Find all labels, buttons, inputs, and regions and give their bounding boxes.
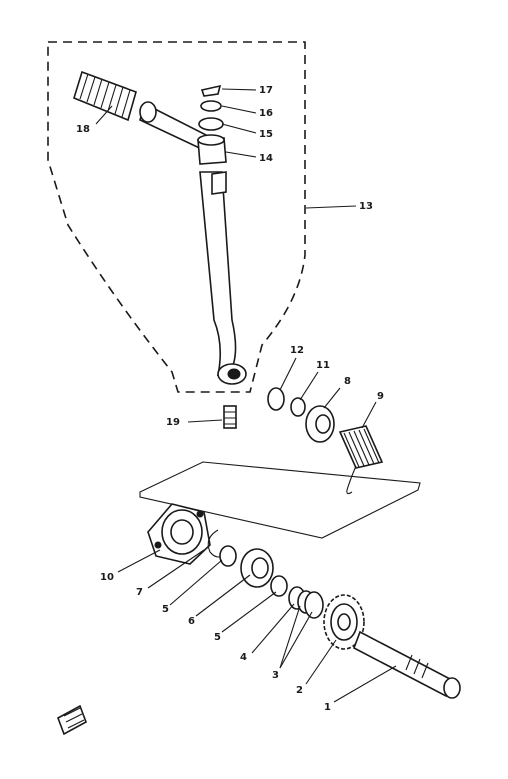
torsion-spring-9 — [338, 425, 384, 495]
washer-5b — [270, 575, 288, 597]
shaft-assembly-outline — [139, 461, 421, 539]
washer-15 — [198, 117, 224, 131]
label-16: 16 — [259, 108, 273, 119]
kick-arm-end — [211, 171, 247, 385]
oil-seal-12 — [267, 387, 285, 411]
label-10: 10 — [100, 572, 114, 583]
ratchet-6 — [240, 548, 274, 588]
kick-boss — [197, 134, 227, 165]
label-3: 3 — [272, 670, 279, 681]
kick-starter-cover-10 — [147, 503, 211, 565]
label-18: 18 — [76, 124, 90, 135]
kick-pedal-rubber — [73, 70, 137, 122]
label-11: 11 — [316, 360, 330, 371]
kick-gear-2 — [323, 594, 365, 650]
label-17: 17 — [259, 85, 273, 96]
label-9: 9 — [377, 391, 384, 402]
label-19: 19 — [166, 417, 180, 428]
label-5b: 5 — [214, 632, 221, 643]
spring-guide-8 — [305, 405, 335, 443]
label-12: 12 — [290, 345, 304, 356]
label-14: 14 — [259, 153, 273, 164]
front-arrow-mark — [57, 704, 87, 736]
label-6: 6 — [188, 616, 195, 627]
kick-axle-1 — [353, 630, 461, 699]
kick-crank-assembly-outline — [47, 41, 306, 393]
label-15: 15 — [259, 129, 273, 140]
label-5: 5 — [162, 604, 169, 615]
leader-lines — [95, 88, 397, 703]
bolt-19 — [223, 405, 237, 429]
label-13: 13 — [359, 201, 373, 212]
label-4: 4 — [240, 652, 247, 663]
clip-17 — [200, 84, 222, 97]
label-8: 8 — [344, 376, 351, 387]
washer-5 — [219, 545, 237, 567]
label-1: 1 — [324, 702, 331, 713]
circlip-11 — [290, 397, 306, 417]
label-2: 2 — [296, 685, 303, 696]
kick-arm — [139, 101, 237, 377]
label-7: 7 — [136, 587, 143, 598]
ratchet-wheel-3 — [304, 591, 324, 619]
spring-washer-16 — [200, 100, 222, 112]
